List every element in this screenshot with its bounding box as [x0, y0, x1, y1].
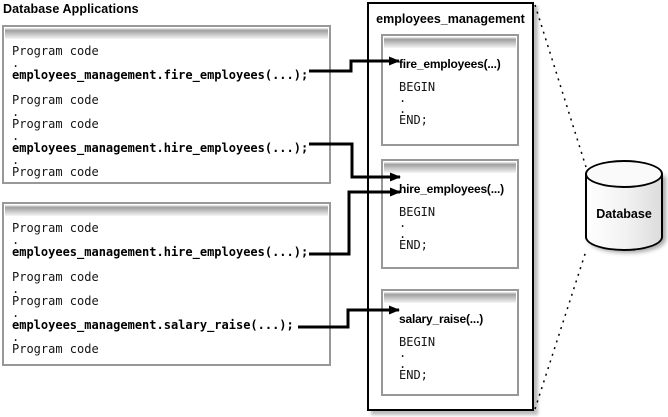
- window-title-bar: [384, 292, 516, 303]
- code-line: Program code: [12, 221, 99, 235]
- code-line: .: [399, 346, 407, 360]
- dashed-line-package-top-to-database: [534, 4, 587, 168]
- code-line: .: [12, 105, 20, 119]
- code-line: Program code: [12, 93, 99, 107]
- code-line: Program code: [12, 270, 99, 284]
- code-line: Program code: [12, 294, 99, 308]
- procedure-title: hire_employees(...): [399, 182, 504, 196]
- code-line: .: [399, 216, 407, 230]
- window-title-bar: [5, 28, 328, 39]
- code-line: BEGIN: [399, 335, 436, 349]
- application-code-box-1: Program code . employees_management.fire…: [2, 25, 331, 184]
- code-line: .: [399, 227, 407, 241]
- code-line: .: [12, 282, 20, 296]
- code-line-call-salary-raise: employees_management.salary_raise(...);: [12, 318, 294, 332]
- code-line: .: [12, 306, 20, 320]
- procedure-body: BEGIN . . END;: [383, 80, 517, 127]
- procedure-box-fire-employees: fire_employees(...) BEGIN . . END;: [381, 34, 519, 146]
- code-line: .: [12, 56, 20, 70]
- code-line: END;: [399, 113, 428, 127]
- code-line: BEGIN: [399, 80, 436, 94]
- procedure-body: BEGIN . . END;: [383, 205, 517, 252]
- code-line: .: [399, 357, 407, 371]
- code-line: END;: [399, 238, 428, 252]
- dashed-line-package-bottom-to-database: [534, 250, 587, 410]
- procedure-box-salary-raise: salary_raise(...) BEGIN . . END;: [381, 289, 519, 396]
- window-title-bar: [384, 37, 516, 48]
- diagram-title: Database Applications: [3, 2, 139, 16]
- code-line: Program code: [12, 117, 99, 131]
- database-label: Database: [596, 207, 652, 221]
- code-line: Program code: [12, 165, 99, 179]
- code-line-call-hire-employees: employees_management.hire_employees(...)…: [12, 245, 309, 259]
- code-line: .: [12, 129, 20, 143]
- database-cylinder-top-icon: [585, 160, 663, 188]
- window-title-bar: [384, 162, 516, 173]
- code-listing: Program code . employees_management.fire…: [4, 40, 329, 178]
- code-listing: Program code . employees_management.hire…: [4, 217, 329, 355]
- procedure-title: salary_raise(...): [399, 312, 483, 326]
- code-line-call-hire-employees: employees_management.hire_employees(...)…: [12, 141, 309, 155]
- procedure-box-hire-employees: hire_employees(...) BEGIN . . END;: [381, 159, 519, 269]
- code-line: Program code: [12, 44, 99, 58]
- application-code-box-2: Program code . employees_management.hire…: [2, 202, 331, 366]
- code-line: END;: [399, 368, 428, 382]
- code-line-call-fire-employees: employees_management.fire_employees(...)…: [12, 68, 309, 82]
- code-line: .: [12, 153, 20, 167]
- code-line: .: [399, 102, 407, 116]
- code-line: BEGIN: [399, 205, 436, 219]
- procedure-body: BEGIN . . END;: [383, 335, 517, 382]
- code-line: .: [399, 91, 407, 105]
- code-line: .: [12, 233, 20, 247]
- code-line: Program code: [12, 342, 99, 356]
- code-line: .: [12, 330, 20, 344]
- package-title: employees_management: [376, 12, 525, 26]
- procedure-title: fire_employees(...): [399, 57, 501, 71]
- package-box-employees-management: employees_management fire_employees(...)…: [367, 2, 534, 411]
- window-title-bar: [5, 205, 328, 216]
